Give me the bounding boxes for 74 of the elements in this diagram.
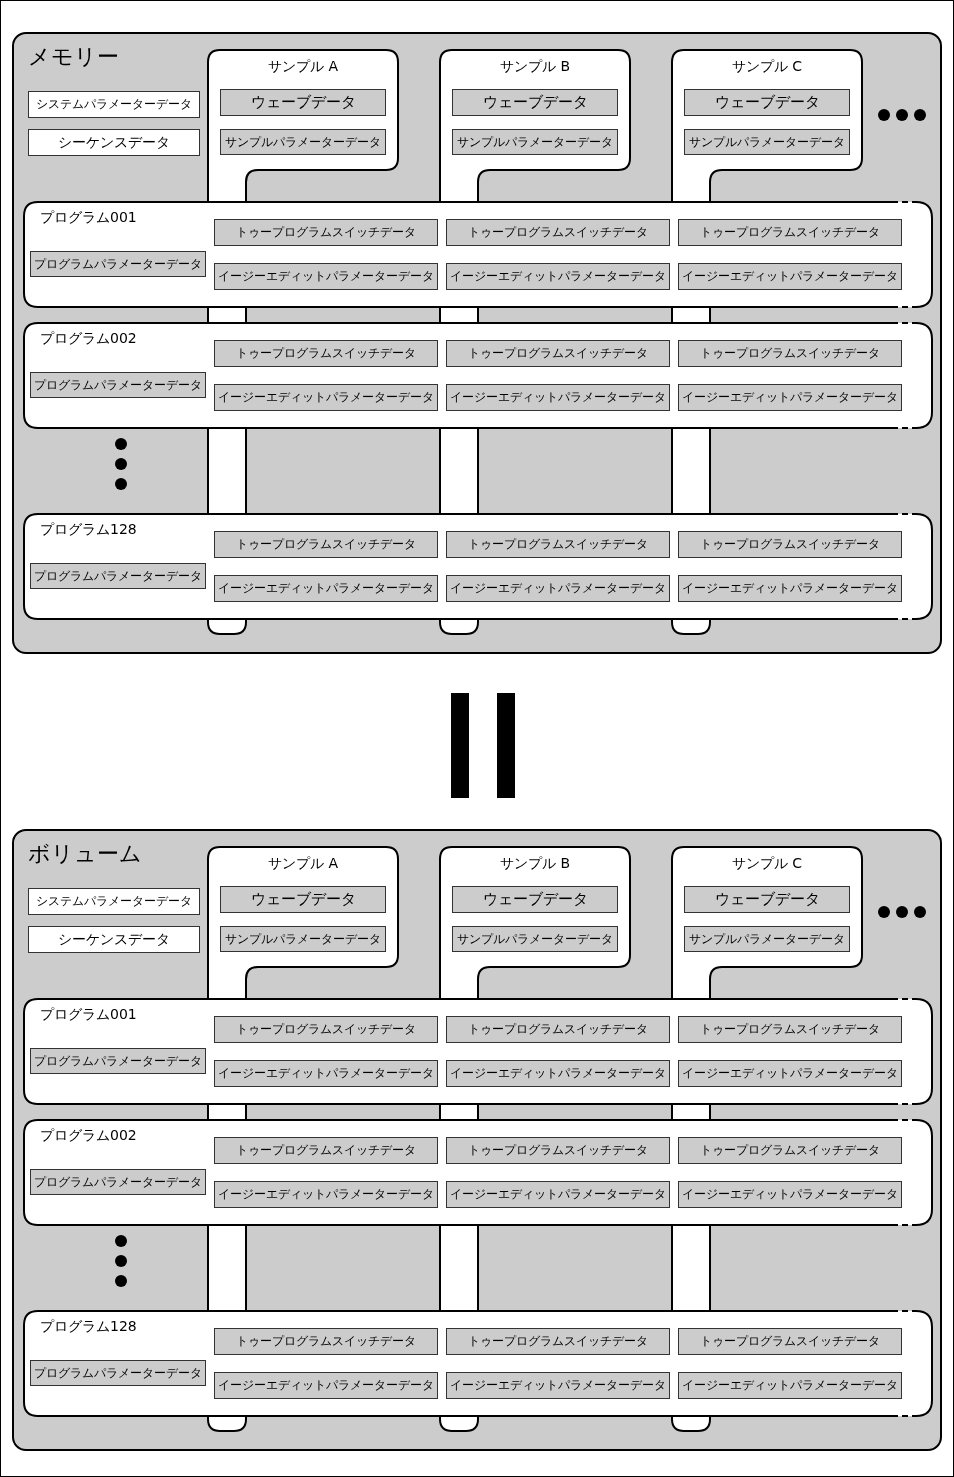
data-block: プログラムパラメーターデータ [30,563,206,589]
data-block: サンプルパラメーターデータ [684,129,850,155]
tab-title: サンプル A [267,58,339,76]
data-block: トゥープログラムスイッチデータ [214,1016,438,1043]
data-block: イージーエディットパラメーターデータ [446,263,670,290]
data-block: イージーエディットパラメーターデータ [214,1060,438,1087]
data-block: システムパラメーターデータ [28,888,200,915]
data-block: トゥープログラムスイッチデータ [446,531,670,558]
tab-title: サンプル C [730,58,804,76]
data-block: サンプルパラメーターデータ [220,926,386,952]
data-block: ウェーブデータ [684,886,850,913]
data-block: イージーエディットパラメーターデータ [446,575,670,602]
data-block: トゥープログラムスイッチデータ [214,1328,438,1355]
program-title: プログラム001 [40,1006,137,1024]
data-block: ウェーブデータ [684,89,850,116]
data-block: イージーエディットパラメーターデータ [446,1060,670,1087]
program-title: プログラム002 [40,1127,137,1145]
data-block: シーケンスデータ [28,129,200,156]
data-block: トゥープログラムスイッチデータ [214,1137,438,1164]
data-block: イージーエディットパラメーターデータ [214,1181,438,1208]
program-title: プログラム002 [40,330,137,348]
tab-title: サンプル C [730,855,804,873]
data-block: トゥープログラムスイッチデータ [446,1016,670,1043]
data-block: サンプルパラメーターデータ [452,129,618,155]
data-block: システムパラメーターデータ [28,91,200,118]
data-block: イージーエディットパラメーターデータ [214,263,438,290]
data-block: プログラムパラメーターデータ [30,1048,206,1074]
data-block: トゥープログラムスイッチデータ [446,219,670,246]
data-block: イージーエディットパラメーターデータ [678,1181,902,1208]
group-panel [12,32,942,654]
data-block: イージーエディットパラメーターデータ [678,1372,902,1399]
data-block: ウェーブデータ [452,886,618,913]
data-block: サンプルパラメーターデータ [684,926,850,952]
data-block: イージーエディットパラメーターデータ [678,263,902,290]
data-block: イージーエディットパラメーターデータ [214,1372,438,1399]
data-block: ウェーブデータ [220,886,386,913]
data-block: トゥープログラムスイッチデータ [678,1137,902,1164]
data-block: イージーエディットパラメーターデータ [446,384,670,411]
tab-title: サンプル B [498,855,572,873]
data-block: シーケンスデータ [28,926,200,953]
data-block: イージーエディットパラメーターデータ [678,384,902,411]
data-block: トゥープログラムスイッチデータ [214,219,438,246]
data-block: トゥープログラムスイッチデータ [678,219,902,246]
data-block: トゥープログラムスイッチデータ [678,340,902,367]
data-block: トゥープログラムスイッチデータ [214,340,438,367]
data-block: イージーエディットパラメーターデータ [446,1372,670,1399]
data-block: プログラムパラメーターデータ [30,251,206,277]
data-block: トゥープログラムスイッチデータ [214,531,438,558]
program-title: プログラム128 [40,521,137,539]
data-block: サンプルパラメーターデータ [220,129,386,155]
data-block: プログラムパラメーターデータ [30,1360,206,1386]
data-block: ウェーブデータ [220,89,386,116]
data-block: サンプルパラメーターデータ [452,926,618,952]
program-title: プログラム128 [40,1318,137,1336]
panel-title: メモリー [28,43,119,71]
panel-title: ボリューム [28,840,142,868]
data-block: トゥープログラムスイッチデータ [678,531,902,558]
data-block: トゥープログラムスイッチデータ [446,340,670,367]
data-block: ウェーブデータ [452,89,618,116]
data-block: トゥープログラムスイッチデータ [446,1137,670,1164]
data-block: イージーエディットパラメーターデータ [214,575,438,602]
data-block: プログラムパラメーターデータ [30,372,206,398]
data-block: トゥープログラムスイッチデータ [678,1328,902,1355]
data-block: イージーエディットパラメーターデータ [678,575,902,602]
tab-title: サンプル B [498,58,572,76]
data-block: トゥープログラムスイッチデータ [678,1016,902,1043]
data-block: プログラムパラメーターデータ [30,1169,206,1195]
data-block: イージーエディットパラメーターデータ [446,1181,670,1208]
group-panel [12,829,942,1451]
program-title: プログラム001 [40,209,137,227]
data-block: イージーエディットパラメーターデータ [214,384,438,411]
data-block: イージーエディットパラメーターデータ [678,1060,902,1087]
tab-title: サンプル A [267,855,339,873]
data-block: トゥープログラムスイッチデータ [446,1328,670,1355]
